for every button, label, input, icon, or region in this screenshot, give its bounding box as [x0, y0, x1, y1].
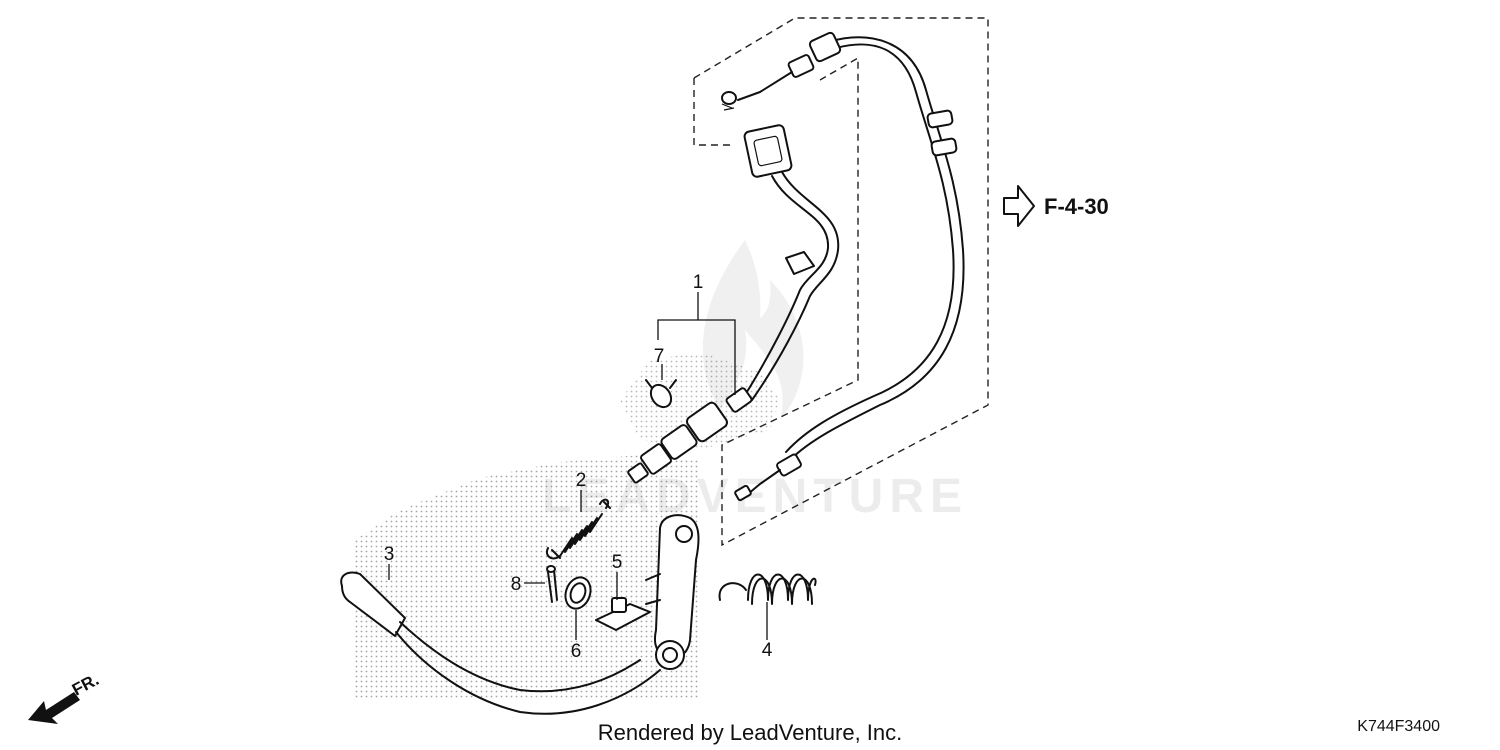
credit-text: Rendered by LeadVenture, Inc.: [598, 720, 903, 745]
watermark-text: LEADVENTURE: [542, 470, 968, 523]
bracket: [595, 597, 651, 631]
small-spring: [546, 498, 611, 560]
callout-1: 1: [693, 272, 704, 293]
reference-link[interactable]: F-4-30: [1003, 185, 1109, 227]
callout-2: 2: [576, 470, 587, 491]
sidestand-switch: [627, 124, 840, 484]
diagram-code: K744F3400: [1357, 718, 1440, 735]
callout-3: 3: [384, 544, 395, 565]
outline-right-arrow-icon: [1003, 185, 1035, 227]
reference-label: F-4-30: [1044, 194, 1109, 219]
dashed-enclosure: [693, 17, 989, 547]
callout-5: 5: [612, 552, 623, 573]
front-direction-indicator: FR.: [28, 670, 102, 724]
leaders: [388, 292, 768, 640]
o-ring: [645, 379, 677, 409]
side-stand: [340, 514, 700, 715]
throttle-cable: [721, 31, 965, 502]
stipple-shading: [355, 352, 780, 700]
callout-4: 4: [762, 640, 773, 661]
callout-7: 7: [654, 346, 665, 367]
large-spring: [718, 573, 817, 605]
callouts: 1 2 3 4 5 6 7 8: [384, 272, 773, 662]
callout-8: 8: [511, 574, 522, 595]
watermark: LEADVENTURE: [542, 240, 968, 523]
callout-6: 6: [571, 641, 582, 662]
washer: [564, 576, 592, 610]
solid-diagonal-arrow-icon: [28, 692, 80, 724]
cotter-pin: [546, 565, 558, 603]
